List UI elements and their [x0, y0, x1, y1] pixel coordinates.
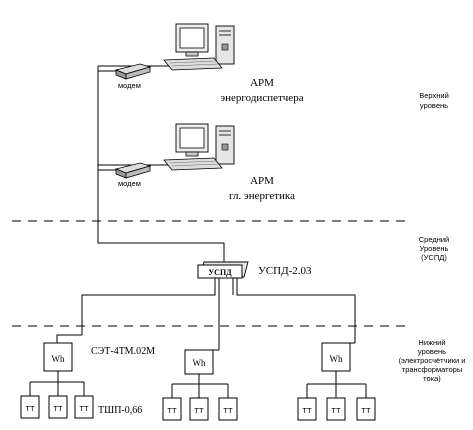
- ct-label: ТТ: [331, 406, 341, 415]
- level-label-top: Верхний уровень: [419, 91, 449, 110]
- modem-label: модем: [118, 81, 141, 90]
- ct-label: ТТ: [361, 406, 371, 415]
- svg-text:уровень: уровень: [420, 101, 448, 110]
- meter-label: Wh: [330, 354, 343, 364]
- meter-label: Wh: [193, 358, 206, 368]
- svg-text:тока): тока): [423, 374, 441, 383]
- current-transformer: [326, 397, 346, 421]
- ct-label: ТТ: [79, 404, 89, 413]
- computer-icon: [163, 123, 235, 171]
- current-transformer: [74, 395, 94, 419]
- meter-group-3: Wh ТТ ТТ ТТ: [297, 342, 376, 421]
- svg-text:Уровень: Уровень: [420, 244, 449, 253]
- ct-label: ТТ: [223, 406, 233, 415]
- bus-line-left: [81, 278, 216, 335]
- current-transformer: [218, 397, 238, 421]
- modem-label: модем: [118, 179, 141, 188]
- energy-meter: [184, 349, 214, 375]
- svg-text:Верхний: Верхний: [419, 91, 449, 100]
- svg-text:(УСПД): (УСПД): [421, 253, 447, 262]
- ct-label: ТТ: [167, 406, 177, 415]
- current-transformer: [297, 397, 317, 421]
- current-transformer: [20, 395, 40, 419]
- svg-text:трансформаторы: трансформаторы: [402, 365, 462, 374]
- svg-text:Средний: Средний: [419, 235, 450, 244]
- current-transformer: [356, 397, 376, 421]
- workstation-chief-energy-engineer: модем АРМ гл. энергетика: [98, 123, 295, 202]
- ct-label: ТТ: [302, 406, 312, 415]
- meter-group-1: Wh ТТ ТТ ТТ: [20, 334, 94, 419]
- modem-icon: [114, 162, 152, 179]
- svg-text:(электросчётчики и: (электросчётчики и: [399, 356, 466, 365]
- computer-icon: [163, 23, 235, 71]
- workstation-title: АРМ: [250, 175, 274, 187]
- uspd-box-label: УСПД: [208, 268, 232, 277]
- level-label-middle: Средний Уровень (УСПД): [419, 235, 450, 262]
- bus-line-main: [97, 66, 225, 262]
- ct-label: ТТ: [53, 404, 63, 413]
- workstation-subtitle: гл. энергетика: [229, 190, 295, 202]
- meter-label: Wh: [52, 354, 65, 364]
- uspd-device: УСПД: [197, 261, 249, 279]
- modem-icon: [114, 63, 152, 80]
- workstation-energy-dispatcher: модем АРМ энергодиспетчера: [98, 23, 304, 104]
- current-transformer: [162, 397, 182, 421]
- current-transformer: [48, 395, 68, 419]
- uspd-model-label: УСПД-2.03: [258, 265, 312, 277]
- svg-text:уровень: уровень: [418, 347, 446, 356]
- ct-label: ТТ: [194, 406, 204, 415]
- svg-text:Нижний: Нижний: [418, 338, 445, 347]
- workstation-subtitle: энергодиспетчера: [220, 92, 303, 104]
- meter-model-label: СЭТ-4ТМ.02М: [91, 346, 155, 357]
- energy-meter: [43, 342, 73, 372]
- workstation-title: АРМ: [250, 77, 274, 89]
- level-label-bottom: Нижний уровень (электросчётчики и трансф…: [399, 338, 466, 383]
- uspd-box: [197, 264, 243, 279]
- ct-label: ТТ: [25, 404, 35, 413]
- ct-model-label: ТШП-0,66: [98, 405, 142, 416]
- energy-meter: [321, 342, 351, 372]
- bus-line-right: [236, 278, 356, 343]
- meter-group-2: Wh ТТ ТТ ТТ: [162, 349, 238, 421]
- current-transformer: [189, 397, 209, 421]
